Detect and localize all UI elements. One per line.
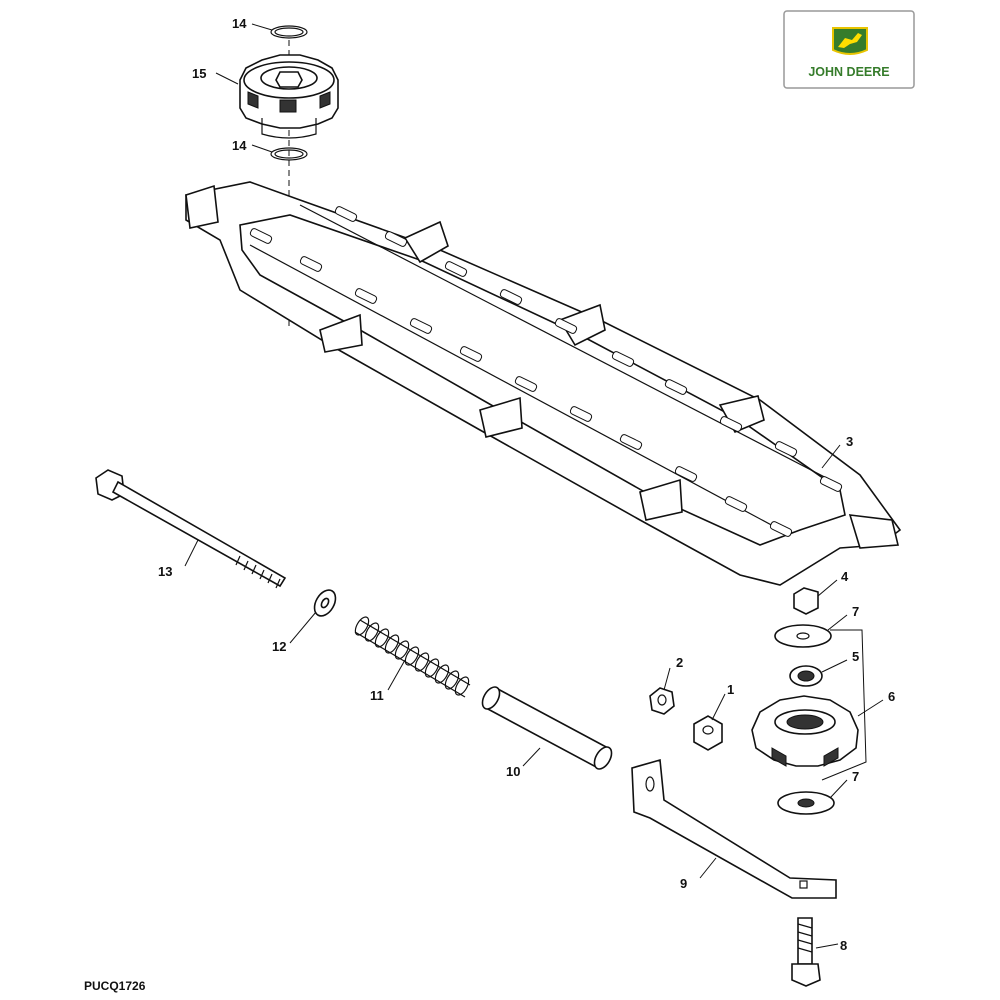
- callout-8: 8: [840, 938, 847, 953]
- drive-chain: [185, 181, 902, 586]
- long-bolt: [95, 469, 287, 589]
- callout-4: 4: [841, 569, 849, 584]
- washer-12: [313, 589, 337, 617]
- callout-12: 12: [272, 639, 286, 654]
- callout-2: 2: [676, 655, 683, 670]
- idler-sprocket: [751, 695, 859, 767]
- callout-7-upper: 7: [852, 604, 859, 619]
- callout-14-bottom: 14: [232, 138, 247, 153]
- tensioner-arm: [631, 758, 837, 899]
- callout-7-lower: 7: [852, 769, 859, 784]
- assembly-bracket-line: [821, 629, 867, 781]
- callout-3: 3: [846, 434, 853, 449]
- logo-text: JOHN DEERE: [808, 65, 889, 79]
- spacer-tube: [481, 686, 613, 770]
- callout-5: 5: [852, 649, 859, 664]
- callout-13: 13: [158, 564, 172, 579]
- callout-10: 10: [506, 764, 520, 779]
- callouts: 14 15 14 3 4 7 5 6 7 2 1 13 12 11 10 9 8: [158, 16, 895, 953]
- leaping-deer-icon: [832, 27, 868, 55]
- callout-9: 9: [680, 876, 687, 891]
- washer-7-upper: [774, 624, 832, 648]
- drive-sprocket: [239, 54, 339, 139]
- callout-15: 15: [192, 66, 206, 81]
- leader-lines: [184, 23, 884, 949]
- bolt-8: [791, 917, 821, 987]
- callout-14-top: 14: [232, 16, 247, 31]
- hex-nut-4: [793, 587, 819, 615]
- hex-nut-2: [649, 687, 675, 715]
- square-nut-1: [693, 715, 723, 751]
- callout-1: 1: [727, 682, 734, 697]
- washer-7-lower: [777, 791, 835, 815]
- snap-ring-bottom: [270, 147, 308, 161]
- compression-spring: [354, 616, 471, 698]
- john-deere-logo: JOHN DEERE: [783, 10, 915, 89]
- callout-6: 6: [888, 689, 895, 704]
- snap-ring-top: [270, 25, 308, 39]
- bearing: [789, 665, 823, 687]
- callout-11: 11: [370, 688, 384, 703]
- drawing-code: PUCQ1726: [84, 979, 146, 993]
